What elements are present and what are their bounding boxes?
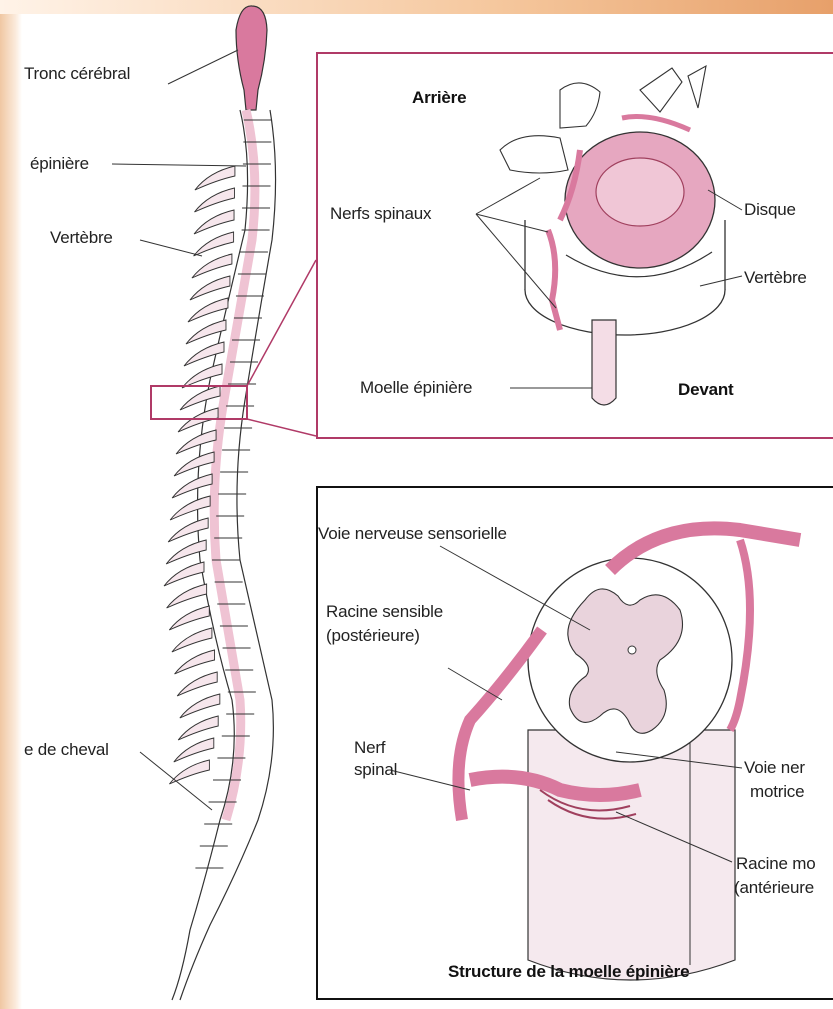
label-spinal-nerve-1: Nerf (354, 738, 385, 758)
label-sensory-root-1: Racine sensible (326, 602, 443, 622)
cord-cross-section (390, 528, 800, 980)
label-motor-pathway-1: Voie ner (744, 758, 805, 778)
spinal-cord-segment (592, 320, 616, 405)
label-sensory-root-2: (postérieure) (326, 626, 420, 646)
vertebra-drawing (476, 66, 742, 405)
label-spinal-nerves: Nerfs spinaux (330, 204, 431, 224)
label-back: Arrière (412, 88, 466, 108)
caption: Structure de la moelle épinière (448, 962, 689, 982)
label-spinal-nerve-2: spinal (354, 760, 397, 780)
label-front: Devant (678, 380, 734, 400)
label-motor-root-2: (antérieure (734, 878, 814, 898)
label-sensory-pathway: Voie nerveuse sensorielle (318, 524, 507, 544)
label-vertebra-top: Vertèbre (744, 268, 807, 288)
label-motor-pathway-2: motrice (750, 782, 804, 802)
label-motor-root-1: Racine mo (736, 854, 815, 874)
label-spinal-cord-top: Moelle épinière (360, 378, 472, 398)
label-disc: Disque (744, 200, 796, 220)
